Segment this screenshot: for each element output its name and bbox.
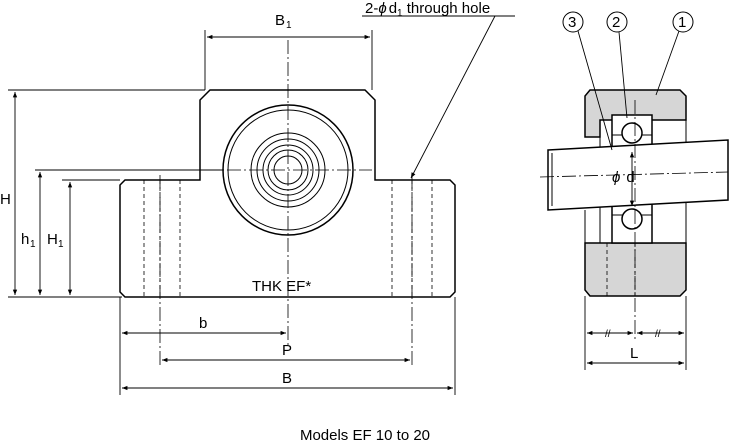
dimension-h: [8, 89, 205, 298]
label-h1-cap: H: [47, 231, 58, 248]
callout-part-3: [562, 11, 613, 151]
label-part-1: 1: [678, 14, 686, 31]
label-b-total: B: [282, 370, 292, 387]
through-hole-leader: [362, 15, 515, 179]
through-hole-left: [143, 180, 181, 297]
label-h1-small-sub: 1: [30, 239, 36, 250]
housing-bottom-section: [584, 242, 687, 297]
shaft: [547, 139, 729, 211]
label-h1-cap-sub: 1: [58, 239, 64, 250]
label-b1-sub: 1: [286, 20, 292, 31]
label-l: L: [630, 345, 638, 362]
label-break-right: //: [655, 329, 661, 340]
dimension-h1-small: [35, 169, 224, 295]
label-part-2: 2: [612, 14, 620, 31]
label-thk-marking: THK EF*: [252, 278, 311, 295]
through-hole-right: [391, 180, 433, 297]
callout-part-2: [606, 11, 628, 119]
label-h: H: [0, 191, 11, 208]
figure-caption: Models EF 10 to 20: [300, 427, 430, 442]
dimension-h1-cap: [62, 179, 120, 295]
label-p: P: [282, 342, 292, 359]
dimension-b1: [204, 30, 373, 90]
label-h1-small: h: [21, 231, 29, 248]
label-part-3: 3: [568, 14, 576, 31]
label-break-left: //: [605, 329, 611, 340]
callout-part-1: [655, 11, 694, 96]
label-b1: B: [275, 12, 285, 29]
label-b: b: [199, 315, 207, 332]
dimension-l: [584, 296, 687, 370]
